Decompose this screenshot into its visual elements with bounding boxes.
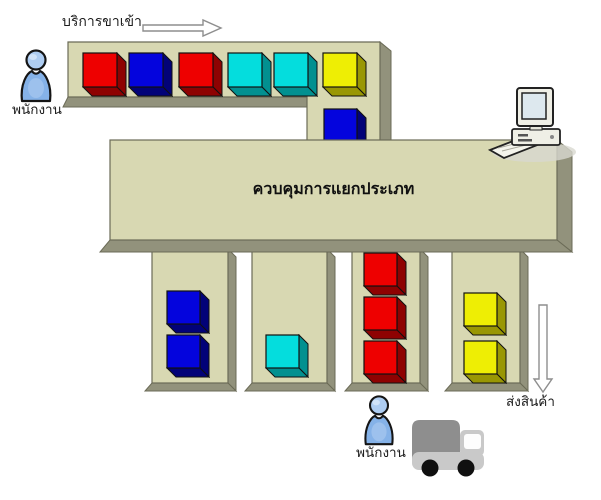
package-cube-red	[178, 52, 223, 97]
staff-label-intake: พนักงาน	[12, 102, 62, 117]
package-cube-cyan	[227, 52, 272, 97]
sorting-control-label: ควบคุมการแยกประเภท	[252, 180, 415, 198]
package-cube-red	[82, 52, 127, 97]
package-cube-yellow	[322, 52, 367, 97]
person-icon	[20, 49, 52, 103]
package-cube-cyan	[265, 334, 309, 378]
truck-icon	[412, 420, 484, 477]
person-icon	[364, 395, 394, 446]
package-cube-blue	[166, 290, 210, 334]
package-cube-red	[363, 252, 407, 296]
package-cube-blue	[166, 334, 210, 378]
staff-label-dispatch: พนักงาน	[356, 445, 406, 460]
right-arrow-icon	[142, 18, 223, 38]
down-arrow-icon	[532, 304, 554, 394]
incoming-service-label: บริการขาเข้า	[62, 13, 142, 29]
package-cube-red	[363, 296, 407, 340]
package-cube-cyan	[273, 52, 318, 97]
package-cube-blue	[128, 52, 173, 97]
package-cube-yellow	[463, 292, 507, 336]
package-cube-red	[363, 340, 407, 384]
sorting-platform	[98, 138, 574, 254]
desktop-computer-icon	[487, 87, 576, 162]
dispatch-goods-label: ส่งสินค้า	[506, 394, 555, 409]
package-cube-yellow	[463, 340, 507, 384]
